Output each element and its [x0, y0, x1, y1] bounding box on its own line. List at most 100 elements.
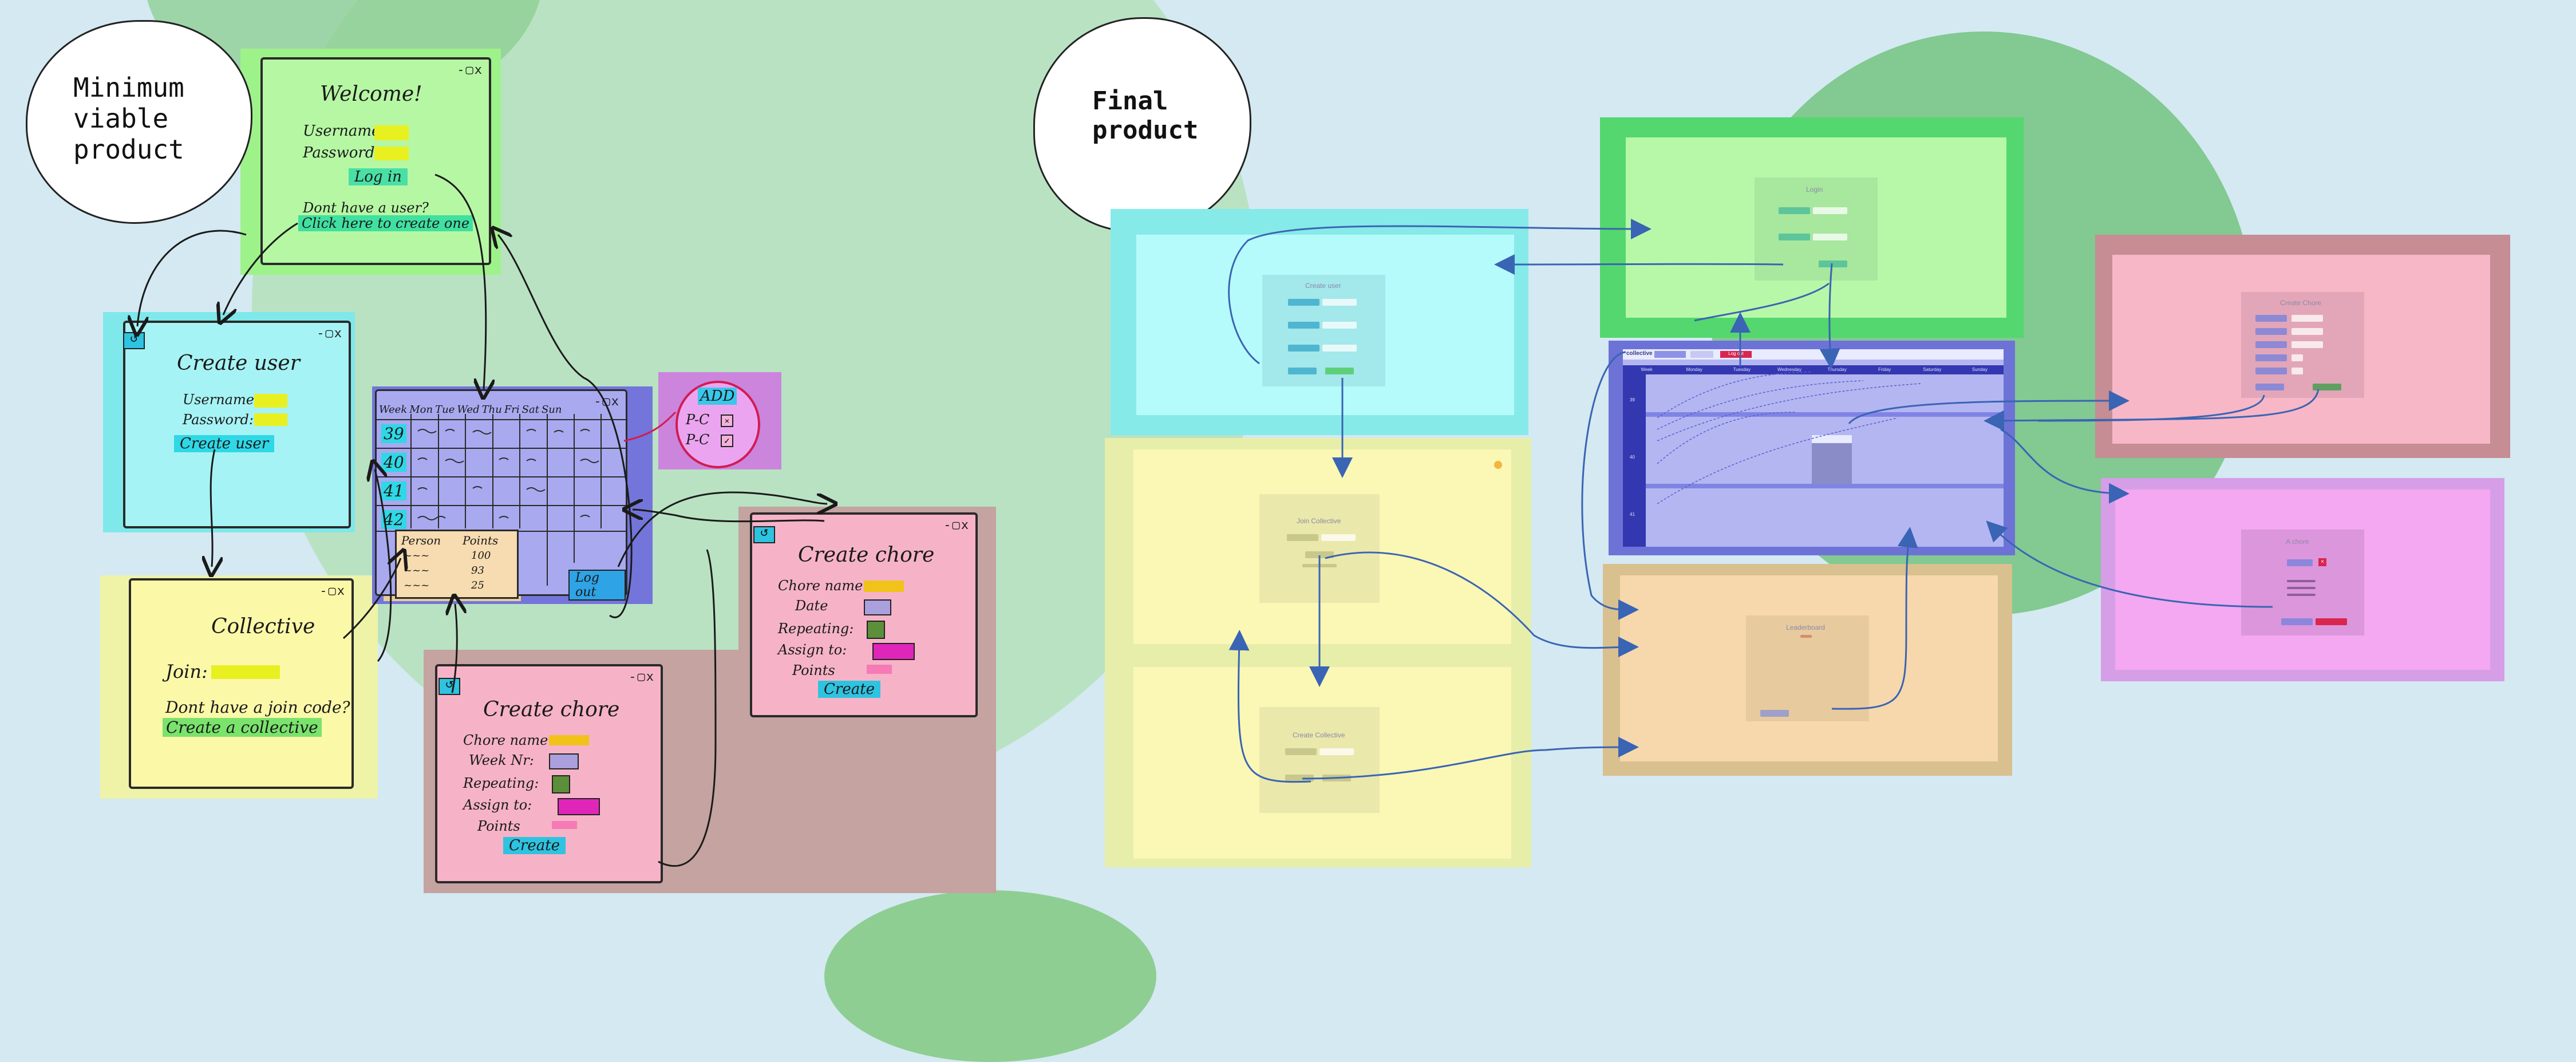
create-user-button[interactable]: Create user — [174, 435, 275, 452]
final-add-chore-back-button[interactable] — [2281, 618, 2313, 625]
sketch-add-popup: ADD P-C × P-C ✓ — [675, 381, 760, 468]
welcome-username-field[interactable] — [374, 125, 409, 140]
chore-bottom-week-field[interactable] — [549, 753, 579, 769]
final-create-user-field-1[interactable] — [1322, 299, 1357, 306]
final-week-39: 39 — [1630, 397, 1635, 402]
final-create-chore-back-button[interactable] — [2255, 384, 2284, 390]
add-row-1-x-icon[interactable]: × — [721, 414, 733, 427]
chore-right-create-button[interactable]: Create — [818, 681, 881, 698]
final-create-user-submit-button[interactable] — [1325, 368, 1354, 374]
chore-bottom-repeating-field[interactable] — [552, 775, 570, 793]
final-create-collective-name-label — [1285, 748, 1317, 755]
back-icon[interactable]: ↺ — [438, 678, 460, 695]
final-theme-icon[interactable] — [1494, 461, 1502, 469]
final-add-chore-close-icon[interactable]: × — [2318, 558, 2326, 566]
final-create-chore-field-5[interactable] — [2291, 368, 2303, 374]
final-leaderboard-back-button[interactable] — [1760, 710, 1789, 717]
sketch-create-chore-right: -▢x ↺ Create chore Chore name: Date Repe… — [750, 512, 978, 717]
final-add-chore-delete-button[interactable] — [2316, 618, 2347, 625]
chore-right-points-label: Points — [792, 662, 835, 678]
final-create-user-card: Create user — [1262, 275, 1385, 386]
final-login-button[interactable] — [1819, 260, 1847, 267]
final-login-card: Login — [1755, 177, 1878, 281]
chore-right-name-label: Chore name: — [778, 578, 868, 594]
back-icon[interactable]: ↺ — [753, 526, 775, 543]
final-calendar-chore-popup[interactable] — [1812, 435, 1852, 484]
welcome-password-field[interactable] — [374, 147, 409, 160]
add-row-2-check-icon[interactable]: ✓ — [721, 435, 733, 447]
final-login-username-field[interactable] — [1813, 207, 1847, 214]
points-row-3-name: ~~~ — [404, 579, 430, 591]
mvp-label: Minimum viable product — [73, 72, 184, 165]
final-join-code-field[interactable] — [1321, 534, 1356, 541]
create-user-password-field[interactable] — [254, 413, 287, 426]
chore-right-date-field[interactable] — [864, 599, 891, 615]
chore-right-repeating-field[interactable] — [867, 621, 885, 639]
final-join-collective-card: Join Collective — [1259, 494, 1380, 603]
final-create-collective-card: Create Collective — [1259, 707, 1380, 813]
create-user-password-label: Password: — [183, 412, 254, 428]
final-create-chore-title: Create Chore — [2280, 299, 2322, 307]
final-create-user-back-button[interactable] — [1288, 368, 1317, 374]
final-calendar-row-divider-2 — [1646, 484, 2004, 488]
chore-right-points-field[interactable] — [867, 665, 892, 674]
chore-right-assign-dropdown[interactable] — [872, 643, 915, 660]
points-row-3-value: 25 — [471, 579, 484, 591]
final-add-chore-field[interactable] — [2287, 559, 2313, 566]
chore-bottom-week-label: Week Nr: — [469, 752, 534, 768]
window-controls: -▢x — [943, 518, 970, 532]
chore-bottom-points-field[interactable] — [552, 821, 577, 829]
points-row-1-name: ~~~ — [404, 550, 430, 562]
collective-join-field[interactable] — [211, 665, 280, 679]
final-login-username-label — [1779, 207, 1810, 214]
chore-bottom-title: Create chore — [483, 698, 620, 721]
final-label: Final product — [1092, 86, 1199, 145]
chore-right-name-field[interactable] — [864, 581, 904, 592]
final-create-user-screen: Create user — [1136, 235, 1514, 415]
collective-create-link[interactable]: Create a collective — [163, 718, 322, 737]
final-create-user-field-2[interactable] — [1322, 322, 1357, 329]
final-login-password-field[interactable] — [1813, 234, 1847, 240]
calendar-header-tue: Tue — [435, 404, 455, 416]
points-header-person: Person — [401, 534, 441, 547]
chore-bottom-name-label: Chore name: — [463, 732, 553, 748]
welcome-create-link[interactable]: Click here to create one — [298, 215, 473, 231]
final-day-fri: Friday — [1878, 367, 1891, 372]
back-icon[interactable]: ↺ — [123, 332, 145, 349]
chore-bottom-assign-dropdown[interactable] — [558, 798, 600, 815]
final-create-chore-field-label-1 — [2255, 315, 2287, 322]
final-join-button[interactable] — [1305, 551, 1334, 558]
final-calendar-tab-1[interactable] — [1654, 351, 1686, 358]
final-create-chore-field-2[interactable] — [2291, 328, 2323, 335]
welcome-login-button[interactable]: Log in — [349, 168, 408, 185]
final-create-user-field-3[interactable] — [1322, 345, 1357, 352]
collective-join-label: Join: — [165, 661, 208, 682]
final-create-user-frame: Create user — [1111, 209, 1528, 435]
chore-bottom-name-field[interactable] — [549, 735, 589, 745]
final-calendar-tab-2[interactable] — [1690, 351, 1713, 358]
final-create-collective-title: Create Collective — [1293, 731, 1345, 739]
final-create-chore-field-1[interactable] — [2291, 315, 2323, 322]
final-create-collective-back-button[interactable] — [1285, 775, 1314, 781]
final-create-user-title: Create user — [1305, 282, 1341, 290]
chore-bottom-points-label: Points — [477, 818, 520, 834]
calendar-header-thu: Thu — [481, 404, 502, 416]
final-create-collective-submit-button[interactable] — [1322, 775, 1351, 781]
points-header-points: Points — [463, 534, 499, 547]
final-calendar-row-divider-1 — [1646, 412, 2004, 417]
welcome-no-user-text: Dont have a user? — [303, 200, 429, 216]
final-create-chore-field-label-5 — [2255, 368, 2287, 374]
add-row-2: P-C — [686, 432, 710, 448]
chore-bottom-create-button[interactable]: Create — [503, 837, 566, 854]
calendar-header-week: Week — [379, 404, 408, 416]
final-day-sat: Saturday — [1923, 367, 1942, 372]
create-user-username-field[interactable] — [254, 394, 287, 408]
final-create-chore-field-4[interactable] — [2291, 354, 2303, 361]
final-create-collective-name-field[interactable] — [1319, 748, 1354, 755]
calendar-logout-button[interactable]: Log out — [568, 570, 626, 601]
final-calendar-logout-button[interactable]: Log out — [1720, 351, 1752, 358]
final-create-chore-submit-button[interactable] — [2313, 384, 2341, 390]
sketch-welcome-window: -▢x Welcome! Username: Password: Log in … — [260, 57, 491, 265]
final-day-wed: Wednesday — [1777, 367, 1801, 372]
final-create-chore-field-3[interactable] — [2291, 341, 2323, 348]
